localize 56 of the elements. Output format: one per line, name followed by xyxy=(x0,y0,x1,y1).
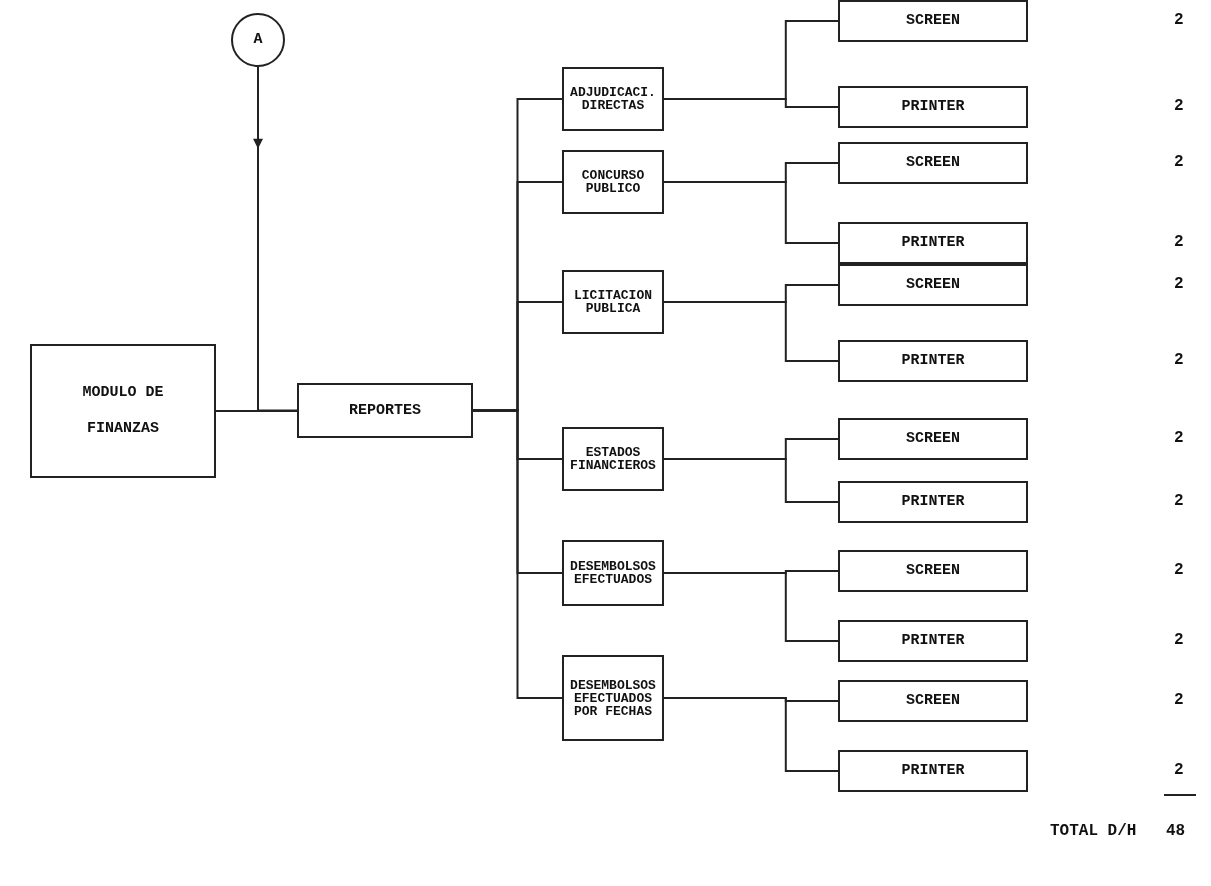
output-box xyxy=(838,680,1028,722)
day-count: 2 xyxy=(1174,631,1184,649)
day-count: 2 xyxy=(1174,761,1184,779)
node-label: PRINTER xyxy=(901,353,965,369)
node-label: CONCURSO PUBLICO xyxy=(580,169,646,195)
report-box xyxy=(562,427,664,491)
output-box xyxy=(838,142,1028,184)
node-label: SCREEN xyxy=(906,431,960,447)
node-label: PRINTER xyxy=(901,99,965,115)
connector-circle xyxy=(231,13,285,67)
node-label: PRINTER xyxy=(901,494,965,510)
node-label: DESEMBOLSOS EFECTUADOS POR FECHAS xyxy=(569,678,657,718)
node-label: SCREEN xyxy=(906,693,960,709)
process-box xyxy=(297,383,473,438)
node-label: ADJUDICACI. DIRECTAS xyxy=(569,86,657,112)
node-label: DESEMBOLSOS EFECTUADOS xyxy=(569,560,657,586)
node-label: PRINTER xyxy=(901,633,965,649)
report-box xyxy=(562,655,664,741)
node-label: PRINTER xyxy=(901,763,965,779)
node-label: SCREEN xyxy=(906,277,960,293)
day-count: 2 xyxy=(1174,153,1184,171)
day-count: 2 xyxy=(1174,11,1184,29)
output-box xyxy=(838,418,1028,460)
output-box xyxy=(838,550,1028,592)
report-box xyxy=(562,150,664,214)
node-label: SCREEN xyxy=(906,13,960,29)
report-box xyxy=(562,270,664,334)
output-box xyxy=(838,340,1028,382)
output-box xyxy=(838,264,1028,306)
total-value: 48 xyxy=(1166,822,1186,840)
node-label: LICITACION PUBLICA xyxy=(573,289,653,315)
report-box xyxy=(562,540,664,606)
node-label: MODULO DE FINANZAS xyxy=(81,383,165,439)
node-label: ESTADOS FINANCIEROS xyxy=(569,446,657,472)
node-label: REPORTES xyxy=(349,402,421,419)
node-label: SCREEN xyxy=(906,563,960,579)
day-count: 2 xyxy=(1174,275,1184,293)
output-box xyxy=(838,620,1028,662)
output-box xyxy=(838,86,1028,128)
day-count: 2 xyxy=(1174,492,1184,510)
day-count: 2 xyxy=(1174,429,1184,447)
total-label: TOTAL D/H xyxy=(1050,822,1137,840)
day-count: 2 xyxy=(1174,97,1184,115)
module-box xyxy=(30,344,216,478)
output-box xyxy=(838,481,1028,523)
report-box xyxy=(562,67,664,131)
day-count: 2 xyxy=(1174,233,1184,251)
output-box xyxy=(838,750,1028,792)
node-label: SCREEN xyxy=(906,155,960,171)
day-count: 2 xyxy=(1174,351,1184,369)
node-label: PRINTER xyxy=(901,235,965,251)
node-label: A xyxy=(253,32,263,48)
day-count: 2 xyxy=(1174,561,1184,579)
output-box xyxy=(838,222,1028,264)
output-box xyxy=(838,0,1028,42)
day-count: 2 xyxy=(1174,691,1184,709)
